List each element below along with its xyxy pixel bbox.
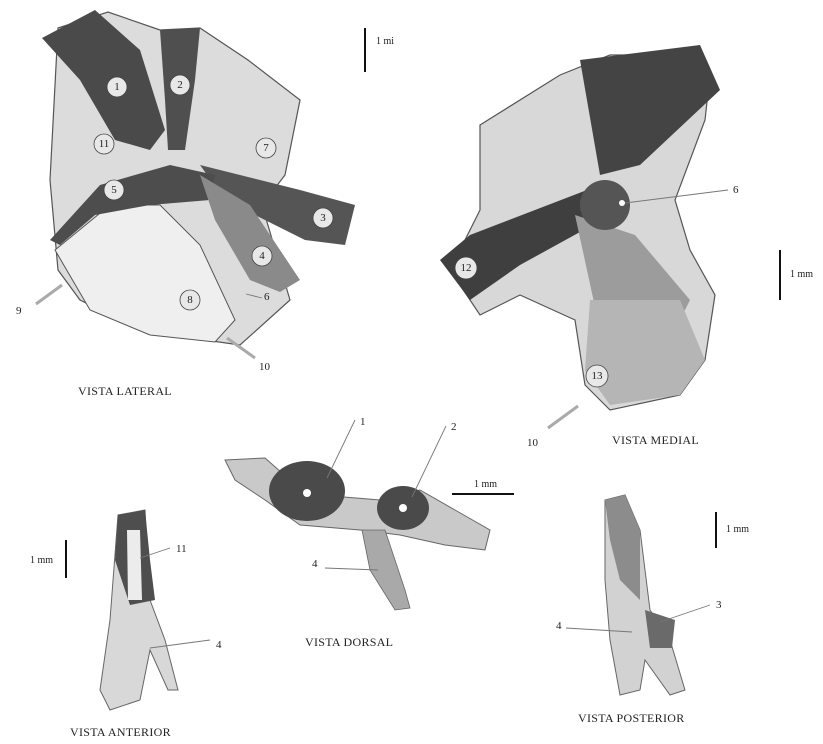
medial-badge-13: 13 [586, 365, 608, 387]
dorsal-label-1: 1 [360, 416, 366, 428]
view-title-medial: VISTA MEDIAL [612, 433, 699, 447]
view-title-anterior: VISTA ANTERIOR [70, 725, 171, 739]
scale-label-posterior: 1 mm [726, 524, 749, 535]
lateral-label-6: 6 [264, 291, 270, 303]
lateral-badge-5: 5 [104, 180, 124, 200]
view-title-posterior: VISTA POSTERIOR [578, 711, 685, 725]
svg-text:1: 1 [114, 81, 120, 93]
posterior-label-4: 4 [556, 620, 562, 632]
medial-badge-12: 12 [455, 257, 477, 279]
svg-text:7: 7 [263, 142, 269, 154]
medial-label-10: 10 [527, 437, 539, 449]
svg-text:11: 11 [99, 138, 110, 150]
lateral-badge-2: 2 [170, 75, 190, 95]
view-title-lateral: VISTA LATERAL [78, 384, 172, 398]
scale-label-medial: 1 mm [790, 269, 813, 280]
medial-foramen [619, 200, 625, 206]
lateral-label-10: 10 [259, 361, 271, 373]
posterior-label-3: 3 [716, 599, 722, 611]
lateral-label-9: 9 [16, 305, 22, 317]
anterior-label-11: 11 [176, 543, 187, 555]
svg-text:4: 4 [259, 250, 265, 262]
lateral-badge-4: 4 [252, 246, 272, 266]
scale-label-lateral: 1 mi [376, 36, 394, 47]
lateral-badge-11: 11 [94, 134, 114, 154]
lateral-badge-3: 3 [313, 208, 333, 228]
lateral-badge-7: 7 [256, 138, 276, 158]
svg-text:3: 3 [320, 212, 326, 224]
svg-text:8: 8 [187, 294, 193, 306]
lateral-badge-1: 1 [107, 77, 127, 97]
lateral-badge-8: 8 [180, 290, 200, 310]
scale-label-anterior: 1 mm [30, 555, 53, 566]
dorsal-label-4: 4 [312, 558, 318, 570]
dorsal-label-2: 2 [451, 421, 457, 433]
svg-text:12: 12 [461, 262, 472, 274]
view-title-dorsal: VISTA DORSAL [305, 635, 393, 649]
svg-text:5: 5 [111, 184, 117, 196]
scale-label-dorsal: 1 mm [474, 479, 497, 490]
anterior-label-4: 4 [216, 639, 222, 651]
svg-text:2: 2 [177, 79, 183, 91]
svg-text:13: 13 [592, 370, 604, 382]
medial-label-6: 6 [733, 184, 739, 196]
